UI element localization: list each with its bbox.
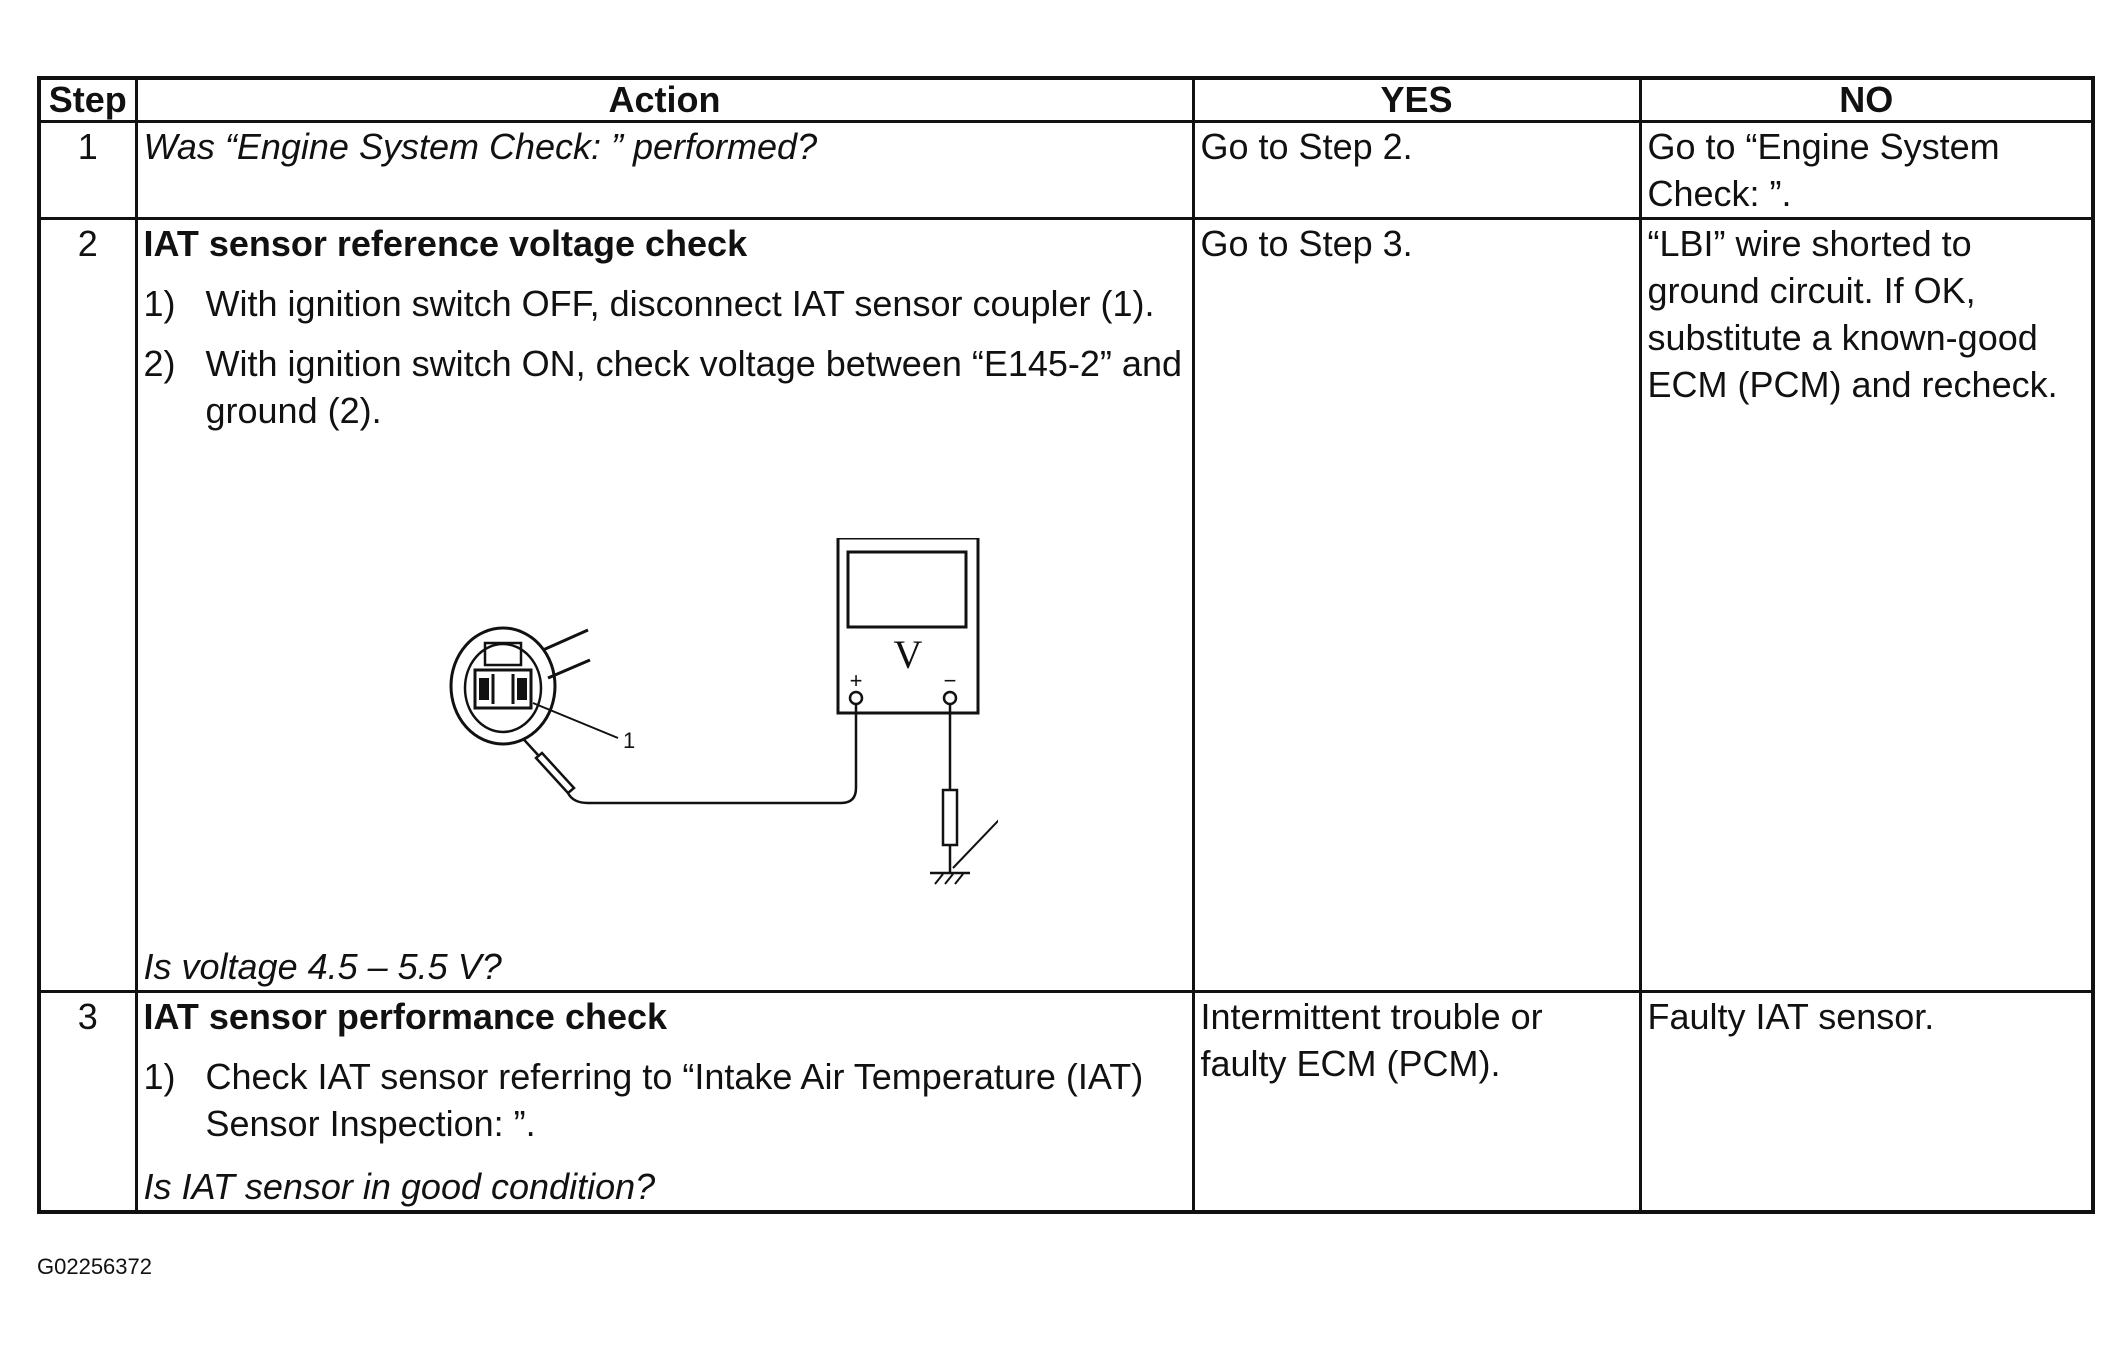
voltmeter-body: [836, 538, 979, 715]
callout-line-1: [532, 702, 618, 739]
voltmeter-diagram: V + −: [449, 538, 998, 885]
sub-item: 2) With ignition switch ON, check voltag…: [144, 340, 1186, 434]
table-row: 3 IAT sensor performance check 1) Check …: [37, 990, 2095, 1214]
probe: [533, 751, 576, 795]
terminal-pin: [478, 678, 489, 700]
yes-cell: Intermittent trouble or faulty ECM (PCM)…: [1191, 990, 1642, 1214]
callout-1: 1: [623, 728, 635, 753]
sub-item: 1) Check IAT sensor referring to “Intake…: [144, 1053, 1186, 1147]
ground-clip: [941, 788, 958, 847]
sub-item: 1) With ignition switch OFF, disconnect …: [144, 280, 1186, 327]
sub-item-text: With ignition switch OFF, disconnect IAT…: [205, 283, 1155, 324]
table-row: 1 Was “Engine System Check: ” performed?…: [37, 120, 2095, 220]
yes-cell: Go to Step 2.: [1191, 120, 1642, 220]
sub-item-text: Check IAT sensor referring to “Intake Ai…: [205, 1056, 1144, 1144]
step-number: 1: [37, 120, 138, 220]
plus-sign: +: [849, 668, 862, 693]
table-header-row: Step Action YES NO: [37, 76, 2095, 123]
header-no: NO: [1638, 76, 2095, 123]
no-cell: Go to “Engine System Check: ”.: [1638, 120, 2095, 220]
positive-terminal: [848, 690, 863, 706]
action-cell: IAT sensor reference voltage check 1) Wi…: [134, 217, 1195, 993]
figure-id: G02256372: [37, 1254, 152, 1279]
ground-hatch: [933, 873, 944, 885]
no-cell: “LBI” wire shorted to ground circuit. If…: [1638, 217, 2095, 993]
step-number: 3: [37, 990, 138, 1214]
step-title: IAT sensor reference voltage check: [143, 223, 748, 264]
action-cell: Was “Engine System Check: ” performed?: [134, 120, 1195, 220]
header-action: Action: [134, 76, 1195, 123]
voltmeter-display: [846, 550, 967, 629]
positive-lead: [566, 704, 857, 805]
header-yes: YES: [1191, 76, 1642, 123]
connector-terminals: [473, 668, 532, 710]
sub-item-number: 1): [143, 1056, 176, 1097]
yes-cell: Go to Step 3.: [1191, 217, 1642, 993]
diagnostic-table: Step Action YES NO 1 Was “Engine System …: [37, 76, 2095, 1214]
step-title: IAT sensor performance check: [143, 996, 668, 1037]
sub-item-number: 1): [143, 283, 176, 324]
step-question: Is voltage 4.5 – 5.5 V?: [143, 946, 502, 987]
no-cell: Faulty IAT sensor.: [1638, 990, 2095, 1214]
callout-line-2: [951, 819, 998, 869]
ground-hatch: [953, 873, 964, 885]
ground-hatch: [943, 873, 954, 885]
connector-latch: [483, 641, 522, 667]
terminal-pin: [516, 678, 527, 700]
step-question: Is IAT sensor in good condition?: [143, 1166, 656, 1207]
step-question: Was “Engine System Check: ” performed?: [143, 126, 818, 167]
action-cell: IAT sensor performance check 1) Check IA…: [134, 990, 1195, 1214]
sensor-connector-outer: [449, 626, 556, 746]
harness-wire: [541, 628, 589, 652]
header-step: Step: [37, 76, 138, 123]
harness-wire: [546, 658, 591, 680]
negative-terminal: [942, 690, 957, 706]
step-number: 2: [37, 217, 138, 993]
sub-item-text: With ignition switch ON, check voltage b…: [205, 343, 1182, 431]
sub-item-number: 2): [143, 343, 176, 384]
minus-sign: −: [943, 668, 956, 693]
voltmeter-symbol: V: [893, 632, 922, 677]
table-row: 2 IAT sensor reference voltage check 1) …: [37, 217, 2095, 993]
